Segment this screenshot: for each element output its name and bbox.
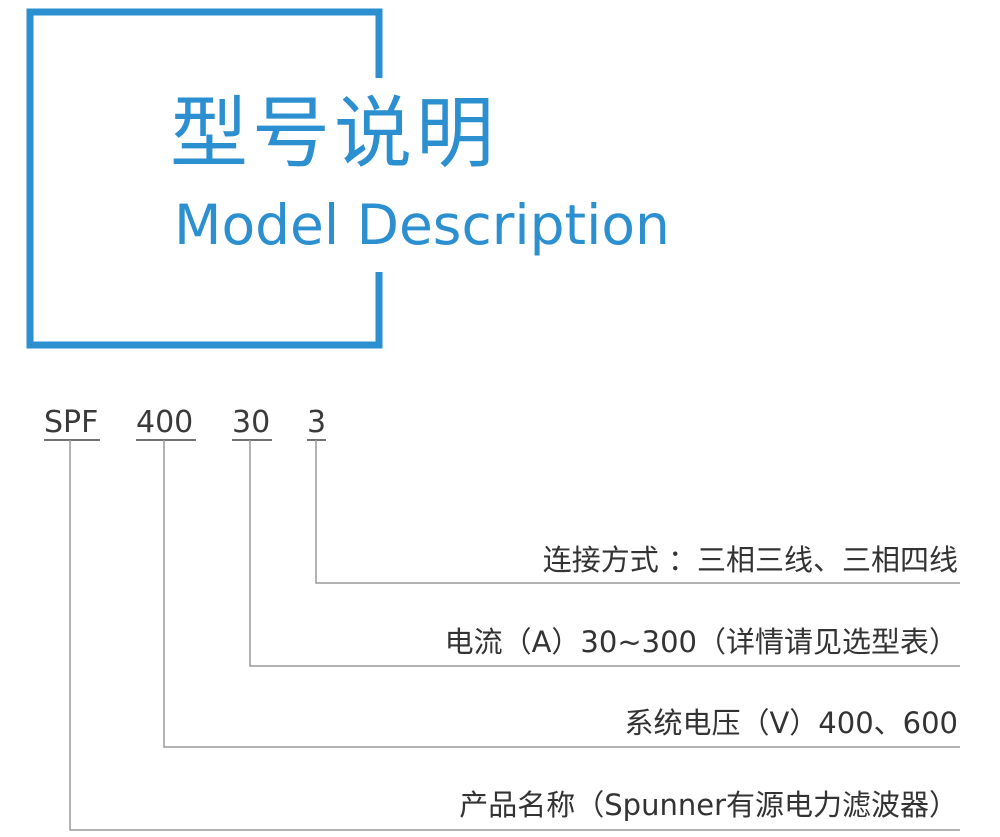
desc-product-name: 产品名称（Spunner有源电力滤波器） [459, 788, 958, 822]
connectors [69, 440, 960, 831]
title-frame [26, 8, 383, 349]
desc-voltage: 系统电压（V）400、600 [624, 706, 958, 740]
code-part-spf: SPF [44, 405, 99, 440]
page-title-en: Model Description [174, 193, 670, 257]
code-part-connection: 3 [307, 405, 327, 440]
desc-current: 电流（A）30~300（详情请见选型表） [444, 625, 958, 659]
code-part-voltage: 400 [136, 405, 194, 440]
page-title-cn: 型号说明 [170, 89, 499, 179]
connector-spf [69, 440, 960, 831]
title-frame-top-left [26, 8, 383, 349]
desc-connection: 连接方式 ：三相三线、三相四线 [542, 543, 958, 577]
code-part-current: 30 [232, 405, 271, 440]
connector-3 [315, 440, 960, 584]
connector-30 [249, 440, 960, 667]
connector-400 [163, 440, 960, 748]
